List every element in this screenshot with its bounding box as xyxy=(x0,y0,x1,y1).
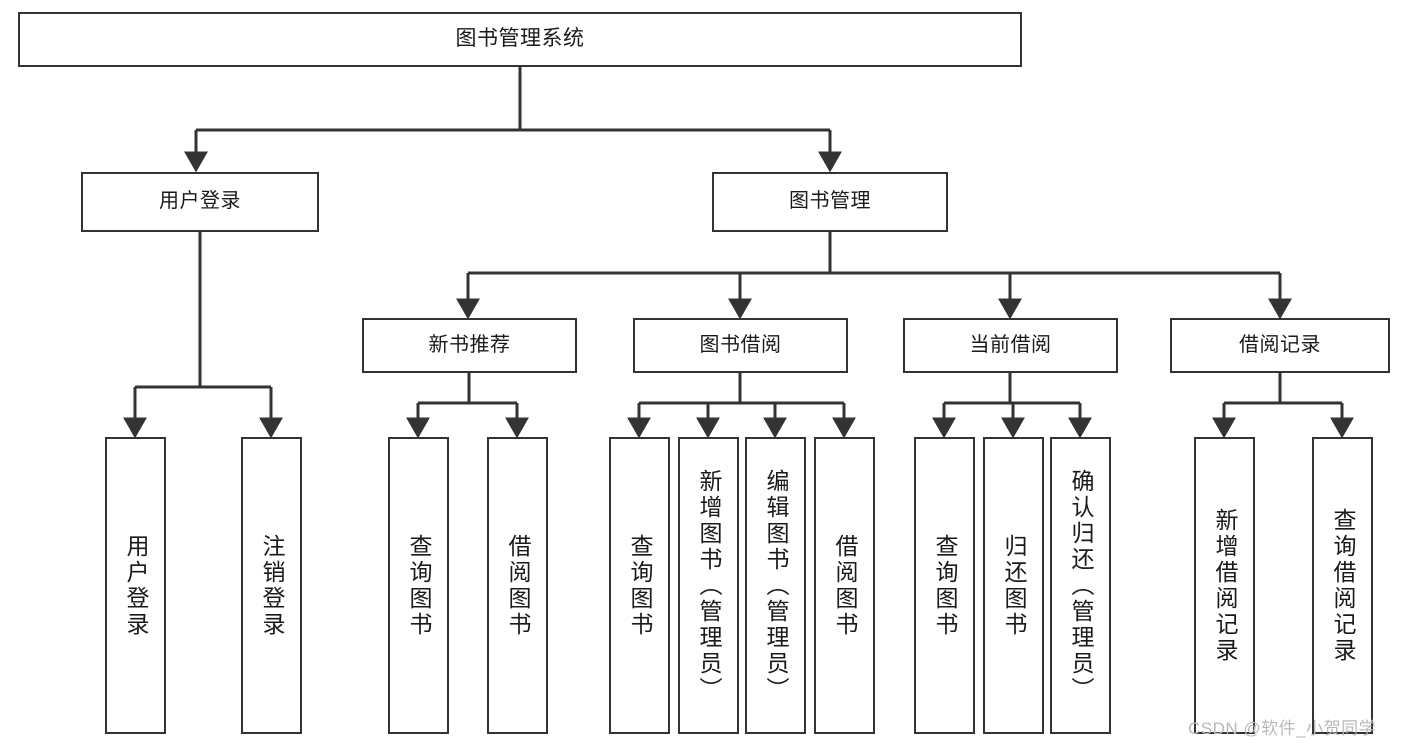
node-label: 归还图书 xyxy=(1001,533,1027,638)
node-leaf-query-book-current[interactable]: 查询图书 xyxy=(914,437,975,734)
node-leaf-add-book-admin[interactable]: 新增图书（管理员） xyxy=(678,437,739,734)
node-book-borrow[interactable]: 图书借阅 xyxy=(633,318,848,373)
node-leaf-edit-book-admin[interactable]: 编辑图书（管理员） xyxy=(745,437,806,734)
node-label: 图书借阅 xyxy=(699,333,782,356)
node-label: 借阅图书 xyxy=(832,533,858,638)
node-leaf-return-book[interactable]: 归还图书 xyxy=(983,437,1044,734)
node-label: 图书管理系统 xyxy=(455,27,585,51)
node-label: 新书推荐 xyxy=(428,333,511,356)
node-book-management[interactable]: 图书管理 xyxy=(712,172,948,232)
node-label: 编辑图书（管理员） xyxy=(763,468,789,703)
node-label: 新增图书（管理员） xyxy=(696,468,722,703)
node-label: 查询图书 xyxy=(406,533,432,638)
node-current-borrow[interactable]: 当前借阅 xyxy=(903,318,1118,373)
node-user-login[interactable]: 用户登录 xyxy=(81,172,319,232)
node-label: 图书管理 xyxy=(789,190,871,213)
node-label: 查询图书 xyxy=(627,533,653,638)
watermark-text: CSDN @软件_小贺同学 xyxy=(1188,719,1377,738)
node-label: 借阅记录 xyxy=(1239,333,1321,356)
node-label: 当前借阅 xyxy=(969,333,1052,356)
node-leaf-borrow-book[interactable]: 借阅图书 xyxy=(814,437,875,734)
node-label: 借阅图书 xyxy=(505,533,531,638)
node-label: 查询借阅记录 xyxy=(1330,507,1356,664)
node-leaf-query-borrow-record[interactable]: 查询借阅记录 xyxy=(1312,437,1373,734)
node-label: 用户登录 xyxy=(159,190,241,213)
node-root-book-management-system[interactable]: 图书管理系统 xyxy=(18,12,1022,67)
node-borrow-record[interactable]: 借阅记录 xyxy=(1170,318,1390,373)
node-label: 确认归还（管理员） xyxy=(1068,468,1094,703)
node-leaf-add-borrow-record[interactable]: 新增借阅记录 xyxy=(1194,437,1255,734)
node-leaf-query-book-borrow[interactable]: 查询图书 xyxy=(609,437,670,734)
node-label: 新增借阅记录 xyxy=(1212,507,1238,664)
node-label: 用户登录 xyxy=(123,533,149,638)
node-new-book-recommend[interactable]: 新书推荐 xyxy=(362,318,577,373)
node-label: 注销登录 xyxy=(259,533,285,638)
node-leaf-borrow-book-recommend[interactable]: 借阅图书 xyxy=(487,437,548,734)
node-leaf-user-login[interactable]: 用户登录 xyxy=(105,437,166,734)
node-leaf-query-book-recommend[interactable]: 查询图书 xyxy=(388,437,449,734)
node-label: 查询图书 xyxy=(932,533,958,638)
node-leaf-confirm-return-admin[interactable]: 确认归还（管理员） xyxy=(1050,437,1111,734)
node-leaf-logout[interactable]: 注销登录 xyxy=(241,437,302,734)
